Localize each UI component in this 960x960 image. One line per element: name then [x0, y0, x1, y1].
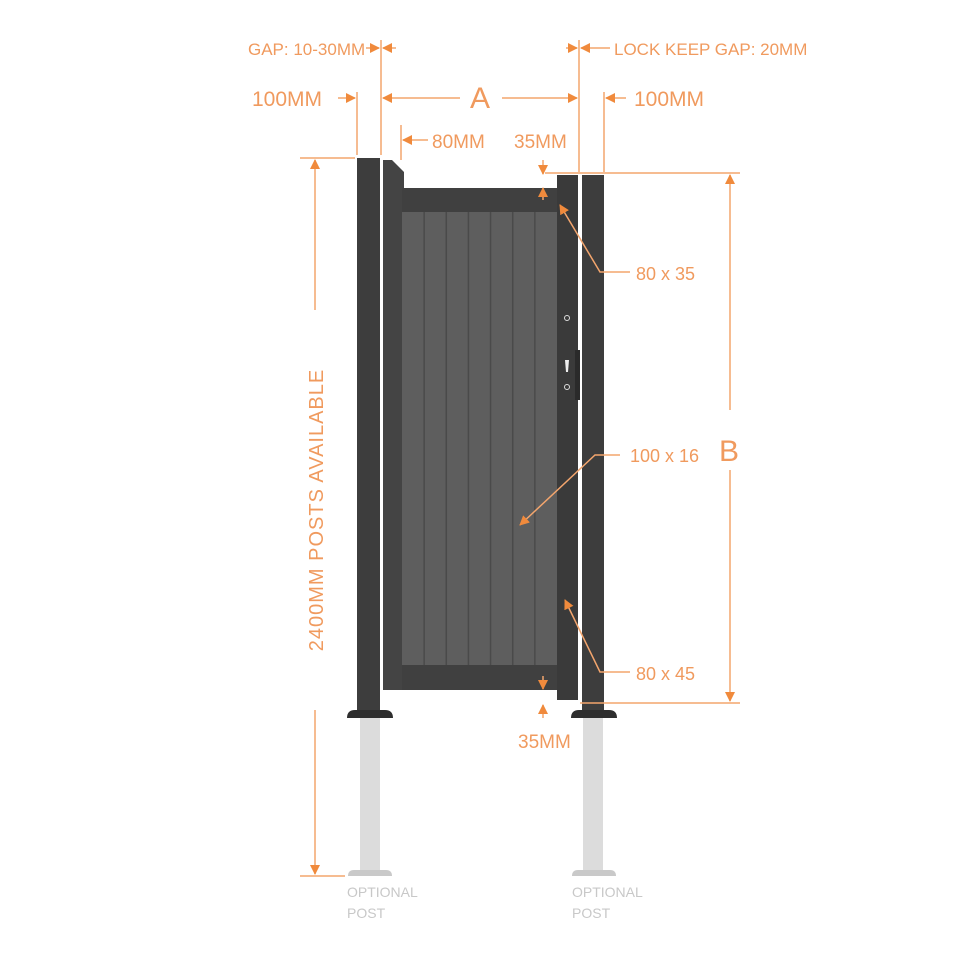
left-post-width-label: 100MM	[252, 88, 322, 111]
optional-post-left	[348, 718, 392, 876]
hinge-post	[347, 158, 393, 718]
top-rail	[402, 188, 557, 212]
lock-icon	[564, 315, 570, 321]
right-post-width-label: 100MM	[634, 88, 704, 111]
top-clearance-label: 35MM	[514, 132, 567, 153]
stile-width-label: 80MM	[432, 132, 485, 153]
bottom-rail	[402, 665, 557, 690]
optional-post-left-label-line1: OPTIONAL	[347, 884, 418, 900]
keyhole-icon	[565, 360, 569, 372]
optional-post-left-label-line2: POST	[347, 905, 386, 921]
lock-stile	[557, 175, 578, 700]
bottom-clearance-label: 35MM	[518, 732, 571, 753]
top-rail-label: 80 x 35	[636, 264, 695, 284]
post-height-label: 2400MM POSTS AVAILABLE	[306, 369, 328, 652]
lock-keep	[575, 350, 580, 400]
optional-post-right-label-line1: OPTIONAL	[572, 884, 643, 900]
latch-post	[571, 175, 617, 718]
gate-leaf	[383, 160, 580, 700]
lock-stile-label: 80 x 45	[636, 664, 695, 684]
lock-keep-gap-label: LOCK KEEP GAP: 20MM	[614, 40, 807, 59]
optional-post-right-label-line2: POST	[572, 905, 611, 921]
dimension-b-label: B	[719, 435, 739, 468]
gap-label: GAP: 10-30MM	[248, 40, 365, 59]
infill-board-label: 100 x 16	[630, 446, 699, 466]
dimension-a-label: A	[470, 82, 490, 115]
optional-post-right	[572, 718, 616, 876]
